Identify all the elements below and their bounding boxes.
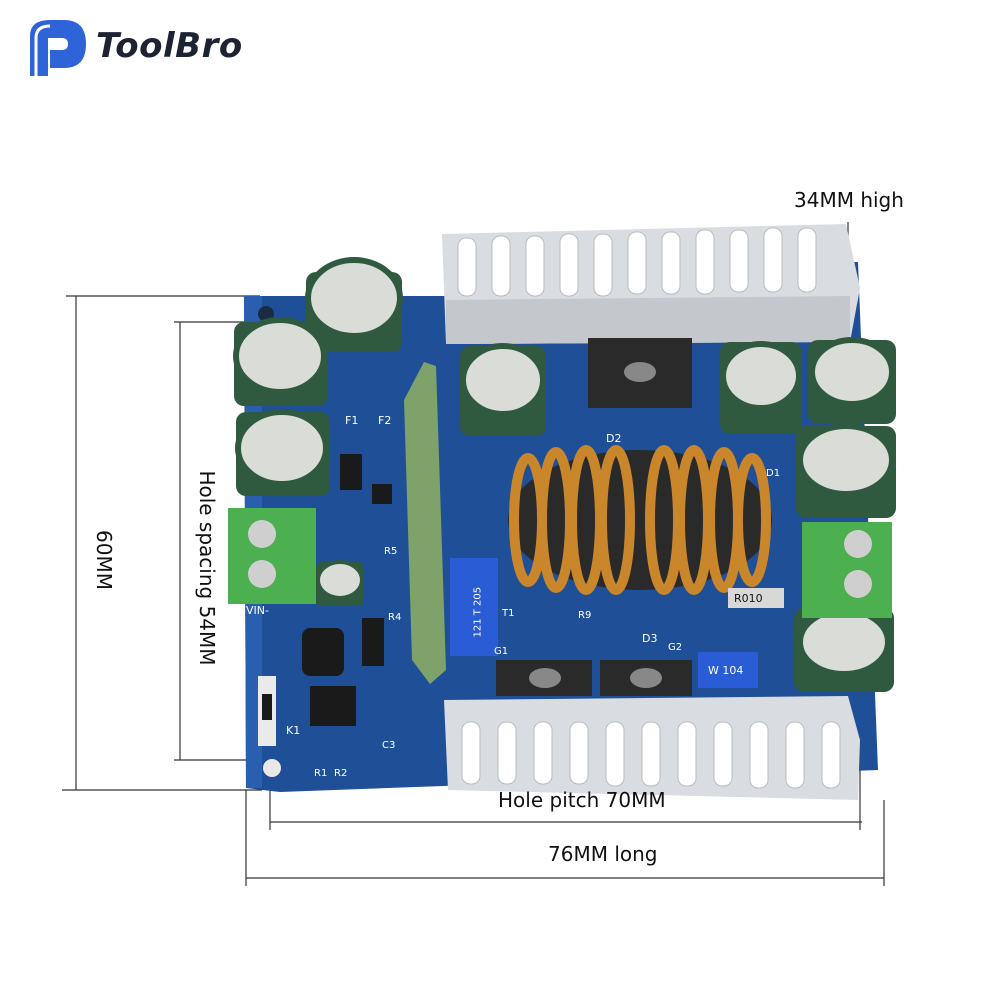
silkscreen-d3: D3 [642, 632, 658, 645]
silkscreen-d2: D2 [606, 432, 622, 445]
silkscreen-f1: F1 [345, 414, 359, 427]
vertical-module [404, 362, 446, 684]
toolbro-logo [30, 20, 86, 76]
capacitor [796, 423, 896, 518]
silkscreen-vin-minus: VIN- [246, 604, 269, 617]
silkscreen-r9: R9 [578, 610, 592, 621]
capacitor [233, 317, 328, 406]
capacitor [460, 343, 546, 436]
silkscreen-d1: D1 [766, 468, 781, 479]
dimension-length-label: 76MM long [548, 842, 658, 866]
brand-name: ToolBro [96, 26, 243, 66]
silkscreen-f2: F2 [378, 414, 392, 427]
capacitor [316, 560, 364, 606]
silkscreen-r5: R5 [384, 546, 398, 557]
capacitor [808, 337, 896, 424]
mosfets [496, 338, 692, 696]
silkscreen-t1: T1 [502, 608, 515, 619]
silkscreen-g1: G1 [494, 646, 509, 657]
silkscreen-c3: C3 [382, 740, 396, 751]
dimension-height-label: 34MM high [794, 188, 904, 212]
bottom-heatsink [444, 696, 860, 800]
potentiometers [450, 558, 758, 688]
dimension-hole-spacing-label: Hole spacing 54MM [195, 470, 219, 666]
terminal-blocks [228, 508, 892, 618]
top-heatsink [442, 224, 860, 344]
silkscreen-reg-code: 121 T 205 [472, 586, 484, 638]
silkscreen-pot-code: W 104 [708, 664, 744, 677]
silkscreen-r1: R1 [314, 768, 328, 779]
capacitor [235, 409, 330, 496]
silkscreen-r010: R010 [734, 592, 763, 605]
silkscreen-r4: R4 [388, 612, 402, 623]
capacitor [305, 257, 403, 352]
silkscreen-k1: K1 [286, 724, 301, 737]
dimension-width-label: 60MM [92, 530, 116, 590]
silkscreen-r2: R2 [334, 768, 348, 779]
dimension-hole-pitch-label: Hole pitch 70MM [498, 788, 666, 812]
p-logo-icon [30, 20, 86, 76]
silkscreen-g2: G2 [668, 642, 683, 653]
capacitors [233, 257, 896, 692]
inductor-coil [508, 445, 772, 595]
capacitor [720, 341, 802, 434]
capacitor [794, 607, 894, 692]
smd-parts [258, 454, 784, 746]
